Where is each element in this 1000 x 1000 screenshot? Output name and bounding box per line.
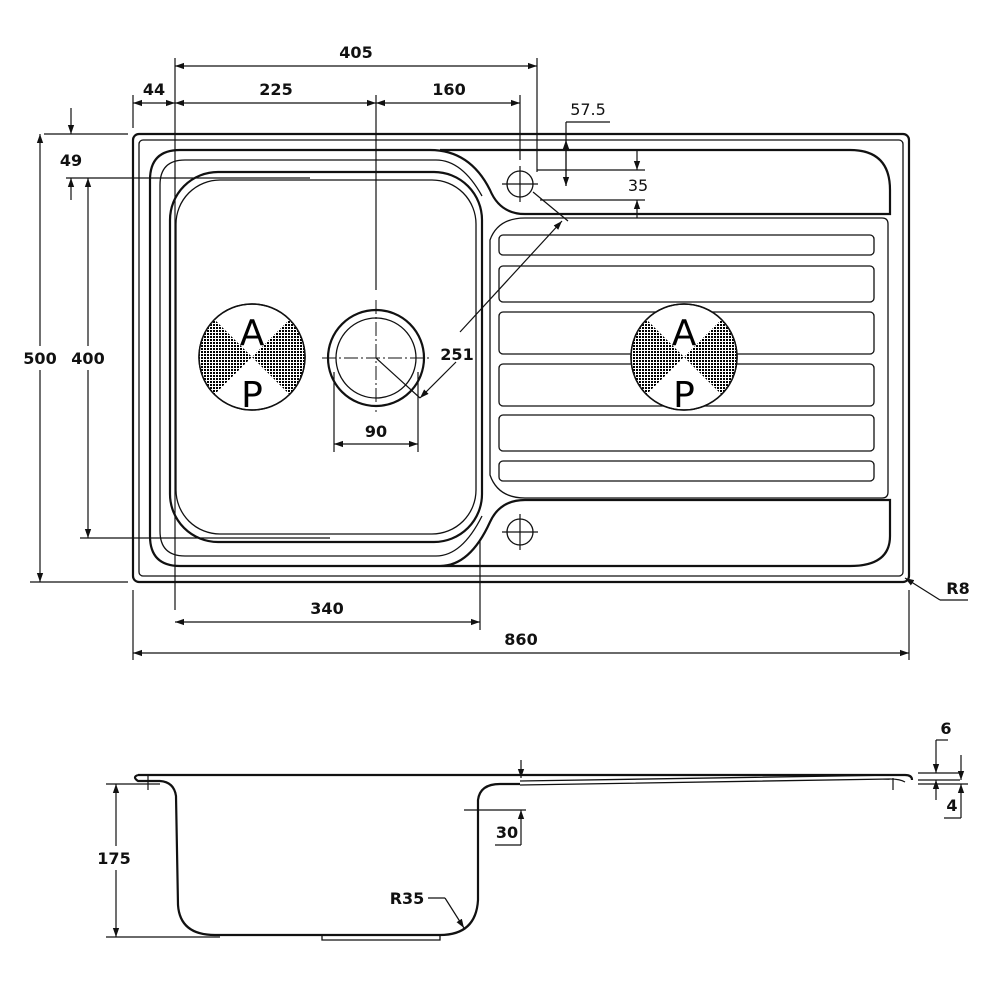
svg-text:49: 49 — [60, 151, 82, 170]
ap-marker-drainer: A P — [630, 303, 738, 416]
dimension-500: 500 — [23, 134, 128, 583]
svg-text:175: 175 — [97, 849, 130, 868]
dimension-225: 225 — [175, 80, 377, 290]
outer-rim — [131, 132, 911, 584]
dimension-340: 340 — [175, 540, 481, 630]
ap-marker-bottom-letter: P — [673, 375, 695, 416]
drainer-rib — [498, 234, 875, 256]
top-view: A P A P 405 44 225 — [23, 43, 970, 660]
svg-text:860: 860 — [504, 630, 537, 649]
dimension-251: 251 — [375, 191, 569, 399]
svg-text:160: 160 — [432, 80, 465, 99]
svg-text:4: 4 — [946, 796, 957, 815]
svg-text:30: 30 — [496, 823, 518, 842]
dimension-860: 860 — [132, 590, 910, 660]
dimension-6: 6 — [918, 719, 960, 800]
bowl-inner — [175, 179, 477, 535]
dimension-35: 35 — [537, 150, 648, 218]
ap-marker-top-letter: A — [240, 313, 265, 354]
ap-marker-bottom-letter: P — [241, 375, 263, 416]
side-bowl-profile — [159, 779, 520, 937]
dimension-30: 30 — [464, 760, 526, 846]
outer-rim-inner — [138, 139, 904, 577]
side-view: 175 30 6 4 — [94, 719, 968, 941]
dimension-4: 4 — [918, 755, 968, 819]
dimension-175: 175 — [94, 783, 220, 938]
dimension-49: 49 — [44, 108, 310, 200]
drainer-rib — [498, 265, 875, 303]
svg-text:44: 44 — [143, 80, 165, 99]
drainer-plate — [489, 217, 889, 499]
deck-outline — [148, 148, 892, 568]
tap-hole-marker-alt — [502, 514, 538, 550]
svg-text:500: 500 — [23, 349, 56, 368]
svg-text:R35: R35 — [390, 889, 425, 908]
svg-text:251: 251 — [440, 345, 473, 364]
drainer-rib — [498, 414, 875, 452]
side-rim — [133, 773, 914, 783]
dimension-405: 405 — [174, 43, 538, 610]
svg-text:R8: R8 — [946, 579, 969, 598]
deck-inner-line — [159, 159, 483, 557]
dimension-r35: R35 — [390, 889, 465, 929]
dimension-160: 160 — [376, 80, 521, 160]
dimension-400: 400 — [70, 178, 330, 539]
ap-marker-bowl: A P — [198, 303, 306, 416]
tap-hole-marker — [502, 166, 538, 202]
side-drainer-top — [519, 774, 906, 786]
ap-marker-top-letter: A — [672, 313, 697, 354]
dimension-57-5: 57.5 — [562, 100, 610, 186]
svg-text:90: 90 — [365, 422, 387, 441]
svg-text:57.5: 57.5 — [570, 100, 606, 119]
bowl-outer — [168, 170, 484, 544]
svg-text:405: 405 — [339, 43, 372, 62]
drainer-rib — [498, 460, 875, 482]
svg-text:340: 340 — [310, 599, 343, 618]
svg-text:400: 400 — [71, 349, 104, 368]
side-bowl-bottom-detail — [321, 935, 441, 941]
svg-text:225: 225 — [259, 80, 292, 99]
svg-text:6: 6 — [940, 719, 951, 738]
dimension-44: 44 — [132, 80, 175, 128]
svg-text:35: 35 — [628, 176, 648, 195]
dimension-r8: R8 — [904, 577, 970, 601]
dimension-90: 90 — [333, 372, 419, 452]
